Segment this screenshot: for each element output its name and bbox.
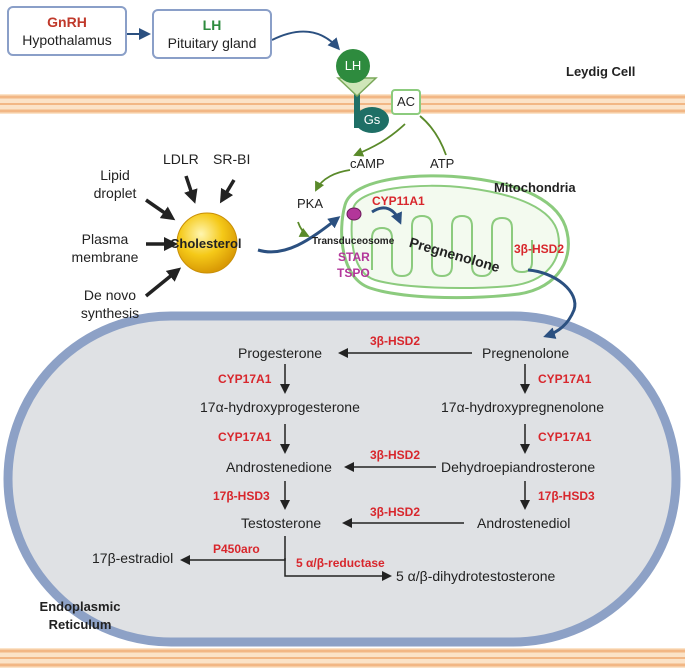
transduceosome-label: Transduceosome	[312, 236, 395, 247]
ac-label: AC	[396, 94, 416, 109]
er-shape	[3, 311, 681, 647]
lh-hormone-label: LH	[202, 17, 222, 33]
arrow-cholesterol-mitochondria	[257, 216, 341, 254]
arrow-srbi	[219, 179, 236, 204]
de-novo-label: De novo synthesis	[80, 287, 140, 321]
enzyme-hsd2-c: 3β-HSD2	[370, 505, 421, 519]
cholesterol-label: Cholesterol	[170, 236, 242, 251]
er-dhea: Dehydroepiandrosterone	[441, 459, 596, 475]
er-androstenediol: Androstenediol	[477, 515, 571, 531]
arrow-testo-dht	[284, 558, 392, 581]
tspo-label: TSPO	[337, 266, 370, 280]
enzyme-cyp17a1-left-2: CYP17A1	[218, 430, 272, 444]
lh-ligand-label: LH	[344, 58, 362, 73]
enzyme-hsd3-left: 17β-HSD3	[213, 489, 270, 503]
enzyme-cyp17a1-right-1: CYP17A1	[538, 372, 592, 386]
enzyme-p450aro: P450aro	[213, 542, 260, 556]
arrow-ac-camp	[353, 123, 406, 157]
plasma-membrane-label: Plasma membrane	[71, 231, 139, 265]
arrow-de-novo	[144, 267, 182, 298]
er-pregnenolone: Pregnenolone	[482, 345, 570, 361]
plasma-membrane-top	[0, 94, 685, 114]
gnrh-label: GnRH	[47, 14, 87, 30]
arrow-mito-to-er	[527, 268, 577, 339]
arrow-ldlr	[184, 175, 198, 204]
ac-box-shape	[391, 89, 421, 115]
enzyme-hsd3-right: 17β-HSD3	[538, 489, 595, 503]
lh-ligand-circle	[336, 49, 370, 83]
er-ohprogesterone: 17α-hydroxyprogesterone	[200, 399, 360, 415]
transduceosome-dot	[346, 207, 362, 221]
er-androstenedione: Androstenedione	[226, 459, 332, 475]
hypothalamus-box: GnRH Hypothalamus	[7, 6, 127, 56]
cyp11a1-label: CYP11A1	[372, 194, 425, 208]
er-title: Endoplasmic Reticulum	[39, 599, 121, 632]
plasma-membrane-bottom	[0, 648, 685, 668]
enzyme-reductase: 5 α/β-reductase	[296, 556, 385, 570]
er-testosterone: Testosterone	[241, 515, 322, 531]
leydig-cell-label: Leydig Cell	[566, 64, 636, 79]
star-label: STAR	[338, 250, 370, 264]
ldlr-label: LDLR	[163, 151, 199, 167]
lipid-droplet-label: Lipid droplet	[93, 167, 137, 201]
gs-label: Gs	[363, 112, 381, 127]
arrow-pka-star	[297, 221, 310, 237]
atp-label: ATP	[430, 156, 455, 171]
enzyme-hsd2-a: 3β-HSD2	[370, 334, 421, 348]
enzyme-hsd2-b: 3β-HSD2	[370, 448, 421, 462]
arrow-pituitary-lh	[271, 30, 340, 51]
pituitary-box: LH Pituitary gland	[152, 9, 272, 59]
pituitary-label: Pituitary gland	[167, 35, 257, 51]
gs-protein-shape	[355, 107, 389, 133]
er-ohpregnenolone: 17α-hydroxypregnenolone	[441, 399, 604, 415]
camp-label: cAMP	[350, 156, 385, 171]
arrow-cyp11a1	[371, 206, 402, 225]
srbi-label: SR-BI	[213, 151, 251, 167]
mitochondrion-shape	[340, 174, 570, 300]
arrow-atp-ac	[419, 115, 447, 156]
arrow-camp-pka	[315, 169, 351, 192]
er-progesterone: Progesterone	[238, 345, 323, 361]
enzyme-cyp17a1-left-1: CYP17A1	[218, 372, 272, 386]
hypothalamus-label: Hypothalamus	[22, 32, 112, 48]
enzyme-cyp17a1-right-2: CYP17A1	[538, 430, 592, 444]
arrow-lipid-droplet	[145, 198, 176, 221]
er-estradiol: 17β-estradiol	[92, 550, 174, 566]
pka-label: PKA	[297, 196, 324, 211]
mito-hsd2-label: 3β-HSD2	[514, 242, 565, 256]
mitochondria-title: Mitochondria	[494, 180, 576, 195]
er-dht: 5 α/β-dihydrotestosterone	[396, 568, 556, 584]
